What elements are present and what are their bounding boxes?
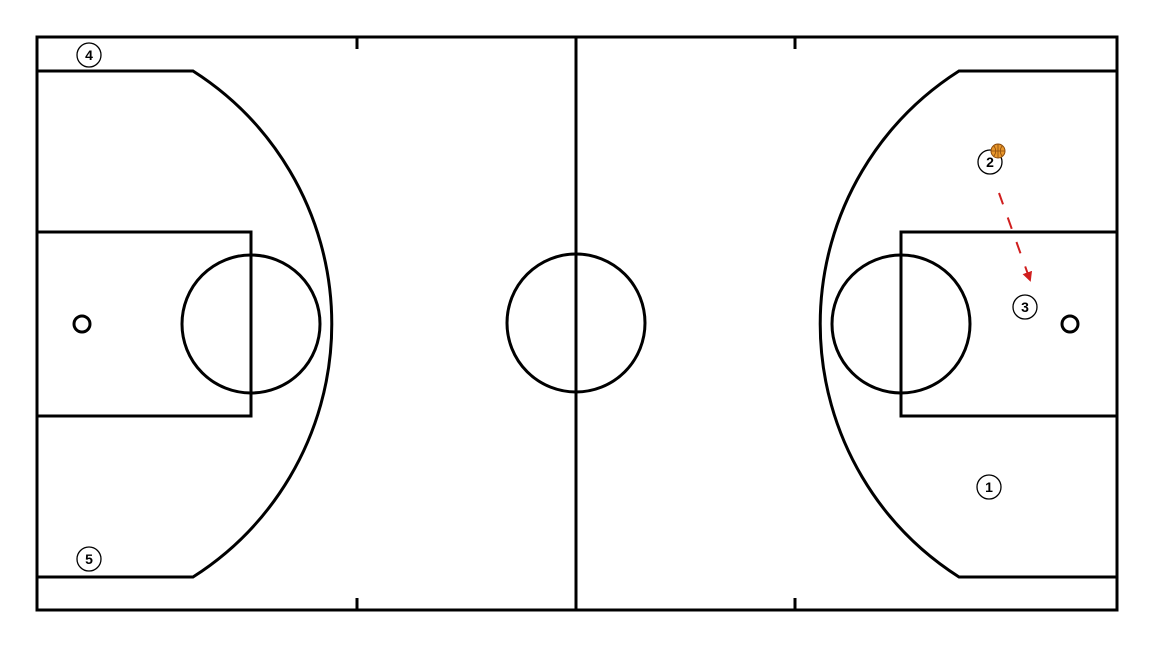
player-label-3: 3 (1021, 299, 1029, 315)
player-label-5: 5 (85, 551, 93, 567)
player-marker-1: 1 (976, 474, 1002, 500)
free-throw-circle-left (180, 253, 322, 395)
three-point-line-left (37, 69, 334, 579)
player-marker-5: 5 (76, 546, 102, 572)
player-marker-4: 4 (76, 42, 102, 68)
right-half-court (818, 69, 1119, 579)
center-circle (505, 252, 647, 394)
player-label-2: 2 (986, 154, 994, 170)
player-3-circle-icon (1012, 294, 1038, 320)
basketball-icon (990, 143, 1006, 159)
free-throw-lane-left (35, 230, 253, 418)
free-throw-lane-right (899, 230, 1119, 418)
basket-rim-left (72, 314, 92, 334)
player-5-circle-icon (76, 546, 102, 572)
pass-arrow-icon (998, 192, 1033, 282)
player-1-circle-icon (976, 474, 1002, 500)
three-point-line-right (818, 69, 1117, 579)
player-4-circle-icon (76, 42, 102, 68)
free-throw-circle-right (830, 253, 972, 395)
player-label-4: 4 (85, 47, 93, 63)
left-half-court (35, 69, 334, 579)
basket-rim-right (1060, 314, 1080, 334)
player-marker-3: 3 (1012, 294, 1038, 320)
player-label-1: 1 (985, 479, 993, 495)
